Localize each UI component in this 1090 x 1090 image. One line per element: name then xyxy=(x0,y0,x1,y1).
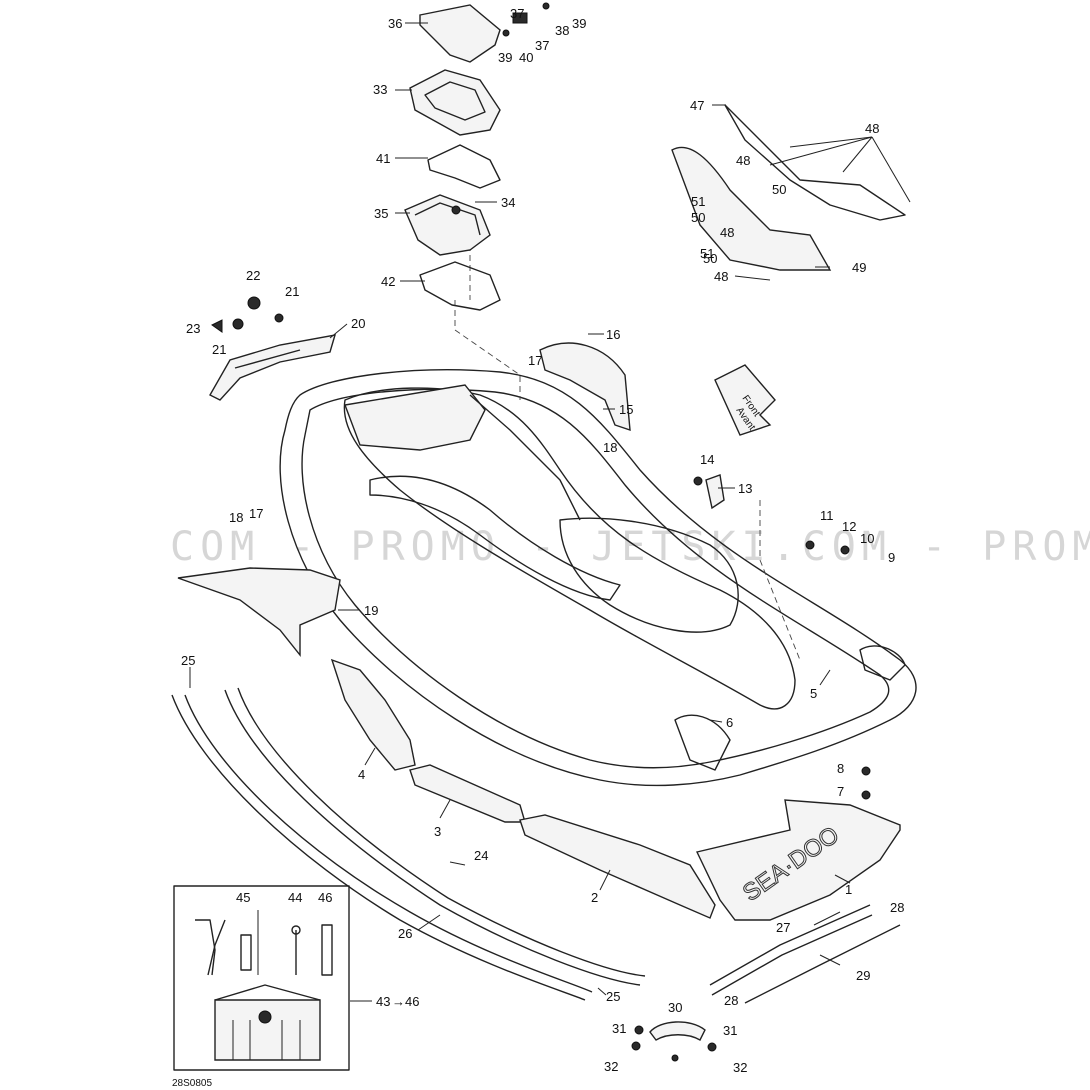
callout-36: 36 xyxy=(388,16,402,31)
callout-25b: 25 xyxy=(606,989,620,1004)
glove-box-seal xyxy=(419,261,501,311)
callout-34: 34 xyxy=(501,195,515,210)
glove-box-tray xyxy=(404,194,491,256)
callout-labels: 36 37 37 38 39 39 40 33 41 35 34 42 22 2… xyxy=(181,6,904,1075)
mat-4 xyxy=(330,658,416,771)
kit-range-arrow: → xyxy=(392,994,405,1009)
callout-28b: 28 xyxy=(724,993,738,1008)
kit-range-start: 43 xyxy=(376,994,390,1009)
tool-kit-box xyxy=(173,885,350,1071)
left-front-side-trim xyxy=(209,334,336,401)
kit-range-end: 46 xyxy=(405,994,419,1009)
callout-21: 21 xyxy=(285,284,299,299)
callout-3: 3 xyxy=(434,824,441,839)
callout-7: 7 xyxy=(837,784,844,799)
callout-48d: 48 xyxy=(714,269,728,284)
callout-44: 44 xyxy=(288,890,302,905)
rub-rail-long xyxy=(171,687,646,1001)
left-rear-side-panel xyxy=(177,567,341,657)
callout-12: 12 xyxy=(842,519,856,534)
callout-48: 48 xyxy=(865,121,879,136)
callout-40: 40 xyxy=(519,50,533,65)
hardware xyxy=(211,296,871,1062)
mat-3 xyxy=(409,764,526,823)
callout-28: 28 xyxy=(890,900,904,915)
callout-51: 51 xyxy=(691,194,705,209)
callout-23: 23 xyxy=(186,321,200,336)
callout-26: 26 xyxy=(398,926,412,941)
callout-48c: 48 xyxy=(720,225,734,240)
callout-47: 47 xyxy=(690,98,704,113)
callout-50: 50 xyxy=(772,182,786,197)
callout-21b: 21 xyxy=(212,342,226,357)
rub-rail-short xyxy=(709,904,901,1004)
callout-14: 14 xyxy=(700,452,714,467)
callout-35: 35 xyxy=(374,206,388,221)
callout-32b: 32 xyxy=(733,1060,747,1075)
callout-31b: 31 xyxy=(723,1023,737,1038)
glove-box-gasket xyxy=(427,144,501,189)
callout-8: 8 xyxy=(837,761,844,776)
right-rear-side-panel xyxy=(671,104,906,271)
callout-25: 25 xyxy=(181,653,195,668)
callout-15: 15 xyxy=(619,402,633,417)
callout-42: 42 xyxy=(381,274,395,289)
callout-37: 37 xyxy=(510,6,524,21)
callout-13: 13 xyxy=(738,481,752,496)
callout-9: 9 xyxy=(888,550,895,565)
callout-33: 33 xyxy=(373,82,387,97)
callout-17: 17 xyxy=(528,353,542,368)
callout-39: 39 xyxy=(572,16,586,31)
callout-50c: 50 xyxy=(703,251,717,266)
right-front-side-trim xyxy=(539,342,631,432)
callout-30: 30 xyxy=(668,1000,682,1015)
callout-45: 45 xyxy=(236,890,250,905)
glove-box-cover xyxy=(419,2,550,63)
callout-50b: 50 xyxy=(691,210,705,225)
callout-37b: 37 xyxy=(535,38,549,53)
callout-6: 6 xyxy=(726,715,733,730)
callout-51b: 51 xyxy=(700,246,714,261)
callout-24: 24 xyxy=(474,848,488,863)
callout-10: 10 xyxy=(860,531,874,546)
callout-29: 29 xyxy=(856,968,870,983)
bumper-30 xyxy=(649,1021,706,1041)
callout-11: 11 xyxy=(820,508,834,523)
callout-41: 41 xyxy=(376,151,390,166)
leader-lines xyxy=(189,22,911,1002)
callout-27: 27 xyxy=(776,920,790,935)
callout-18: 18 xyxy=(603,440,617,455)
front-direction-arrow: Front Avant xyxy=(714,364,776,436)
callout-49: 49 xyxy=(852,260,866,275)
callout-39b: 39 xyxy=(498,50,512,65)
callout-18b: 18 xyxy=(229,510,243,525)
callout-2: 2 xyxy=(591,890,598,905)
watermark: COM - PROMO - JETSKI.COM - PROMO - JETSK… xyxy=(170,524,1090,570)
callout-38: 38 xyxy=(555,23,569,38)
callout-1: 1 xyxy=(845,882,852,897)
callout-19: 19 xyxy=(364,603,378,618)
callout-20: 20 xyxy=(351,316,365,331)
callout-48b: 48 xyxy=(736,153,750,168)
callout-46: 46 xyxy=(318,890,332,905)
callout-16: 16 xyxy=(606,327,620,342)
callout-32: 32 xyxy=(604,1059,618,1074)
glove-box-frame xyxy=(409,69,501,136)
callout-5: 5 xyxy=(810,686,817,701)
diagram-code: 28S0805 xyxy=(172,1078,212,1089)
mat-2 xyxy=(519,814,716,919)
mat-1-seadoo: SEA·DOO xyxy=(695,799,901,921)
callout-22: 22 xyxy=(246,268,260,283)
callout-17b: 17 xyxy=(249,506,263,521)
callout-31: 31 xyxy=(612,1021,626,1036)
callout-4: 4 xyxy=(358,767,365,782)
